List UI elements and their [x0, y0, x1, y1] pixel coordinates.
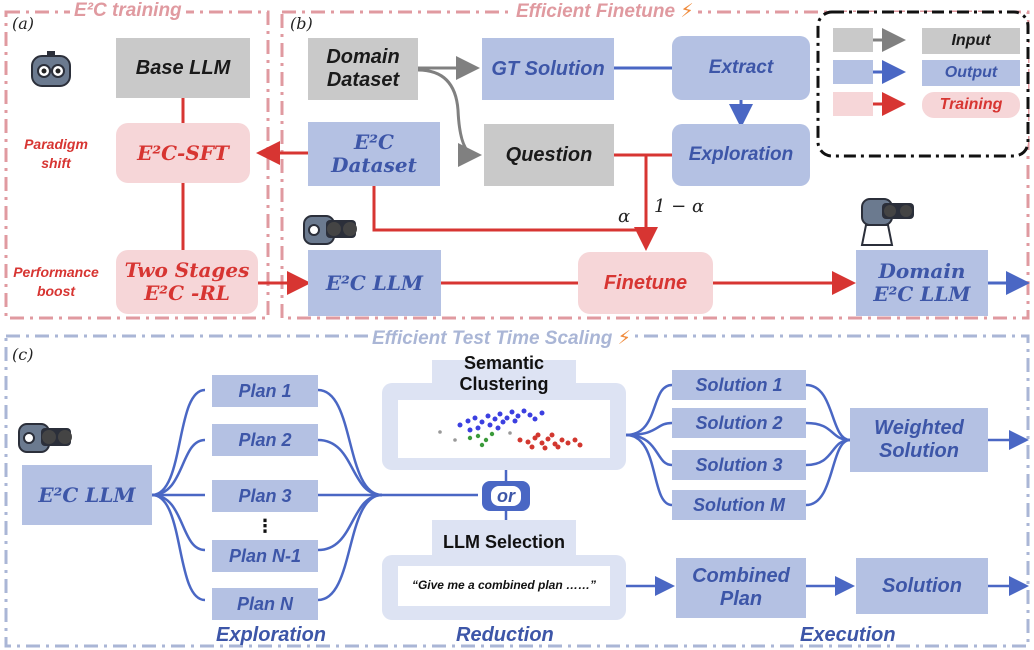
extract-box: Extract — [672, 36, 810, 100]
panel-c-title: Efficient Test Time Scaling ⚡ — [368, 327, 636, 350]
exploration-box: Exploration — [672, 124, 810, 186]
panel-b-border — [280, 10, 1030, 320]
llm-selection-title: LLM Selection — [442, 531, 565, 552]
panel-c-tag: (c) — [12, 345, 34, 364]
robot-icon — [31, 51, 71, 87]
legend-training: Training — [922, 92, 1020, 118]
performance-boost-label: Performance boost — [13, 264, 99, 299]
stage-execution-label: Execution — [800, 624, 896, 646]
plan-n-box: Plan N — [212, 588, 318, 620]
plan-2-box: Plan 2 — [212, 424, 318, 456]
c-e2c-llm-box: E²C LLM — [22, 465, 152, 525]
solution-3-box: Solution 3 — [672, 450, 806, 480]
plan-ellipsis: ⋮ — [256, 515, 274, 536]
panel-a-title: E²C training — [70, 0, 186, 22]
solution-2-box: Solution 2 — [672, 408, 806, 438]
panel-b-title: Efficient Finetune ⚡ — [512, 0, 698, 23]
stage-reduction-label: Reduction — [456, 624, 554, 646]
gt-solution-box: GT Solution — [482, 38, 614, 100]
panel-b-tag: (b) — [290, 14, 313, 33]
stage-exploration-label: Exploration — [216, 624, 327, 646]
plan-1-box: Plan 1 — [212, 375, 318, 407]
semantic-clustering-title: Semantic Clustering — [459, 353, 549, 394]
e2c-llm-box: E²C LLM — [308, 250, 441, 316]
final-solution-box: Solution — [856, 558, 988, 614]
lightning-icon: ⚡ — [617, 328, 632, 349]
panel-a-border — [4, 10, 270, 320]
plan-3-box: Plan 3 — [212, 480, 318, 512]
plan-n-1-box: Plan N-1 — [212, 540, 318, 572]
solution-1-box: Solution 1 — [672, 370, 806, 400]
or-badge: or — [482, 481, 530, 511]
solution-m-box: Solution M — [672, 490, 806, 520]
legend-output: Output — [922, 60, 1020, 86]
question-box: Question — [484, 124, 614, 186]
paradigm-shift-label: Paradigm shift — [24, 136, 88, 171]
combined-plan-prompt: “Give me a combined plan ……” — [411, 578, 597, 593]
alpha-label: α — [618, 206, 631, 227]
panel-a-tag: (a) — [12, 14, 35, 33]
lightning-icon: ⚡ — [680, 1, 694, 22]
base-llm-box: Base LLM — [116, 38, 250, 98]
robot-binoculars-icon — [18, 423, 72, 453]
domain-dataset-box: Domain Dataset — [308, 38, 418, 100]
one-minus-alpha-label: 1 − α — [654, 196, 705, 217]
robot-binoculars-icon — [303, 215, 357, 245]
cluster-scatter — [438, 408, 583, 451]
finetune-box: Finetune — [578, 252, 713, 314]
legend-input: Input — [922, 28, 1020, 54]
robot-doctor-icon — [860, 198, 914, 246]
e2c-sft-box: E²C-SFT — [116, 123, 250, 183]
